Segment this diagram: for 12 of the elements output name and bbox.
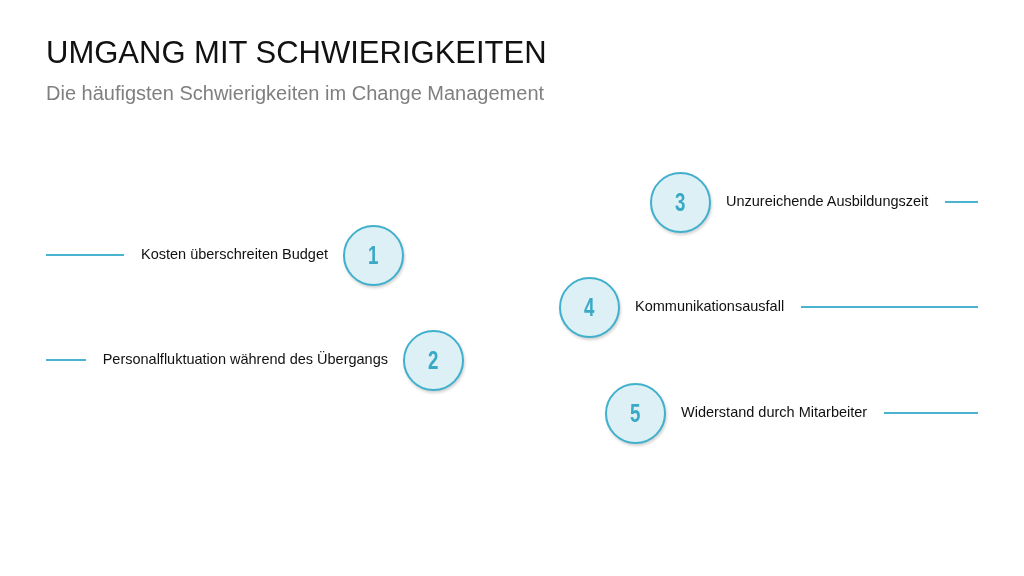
item-label: Kommunikationsausfall — [635, 298, 785, 316]
item-label: Personalfluktuation während des Übergangs — [102, 351, 388, 369]
circle-number: 1 — [368, 242, 379, 268]
circle-number: 2 — [428, 347, 439, 373]
circle-number: 3 — [675, 189, 686, 215]
item-label: Kosten überschreiten Budget — [141, 246, 328, 264]
slide-subtitle: Die häufigsten Schwierigkeiten im Change Management — [46, 81, 545, 105]
slide-title: UMGANG MIT SCHWIERIGKEITEN — [46, 36, 547, 71]
circle-number: 5 — [630, 400, 641, 426]
item-label: Widerstand durch Mitarbeiter — [681, 404, 868, 422]
item-label: Unzureichende Ausbildungszeit — [726, 193, 929, 211]
circle-number: 4 — [584, 294, 595, 320]
